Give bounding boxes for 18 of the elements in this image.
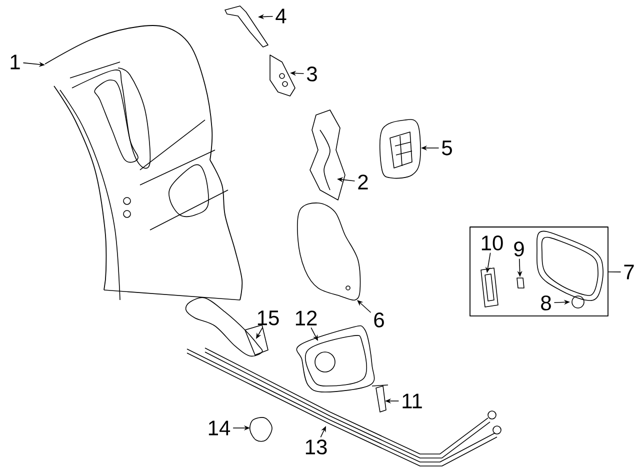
callout-number: 15: [258, 310, 279, 326]
callout-number: 8: [541, 296, 551, 310]
callout-number: 12: [296, 310, 317, 326]
leader-line: [608, 271, 622, 272]
callout-number: 6: [374, 312, 384, 328]
leader-line: [357, 300, 372, 313]
callout-number: 9: [514, 242, 524, 256]
callout-number: 10: [482, 236, 503, 250]
callout-number: 1: [10, 54, 20, 70]
callout-number: 11: [402, 394, 422, 408]
callout-number: 5: [442, 140, 452, 156]
group-box: [470, 226, 608, 316]
callout-number: 2: [358, 174, 368, 190]
callout-number: 13: [306, 440, 327, 454]
callout-number: 4: [276, 8, 286, 24]
callout-number: 3: [306, 66, 317, 82]
callout-number: 7: [624, 264, 634, 280]
callout-number: 14: [208, 420, 230, 436]
